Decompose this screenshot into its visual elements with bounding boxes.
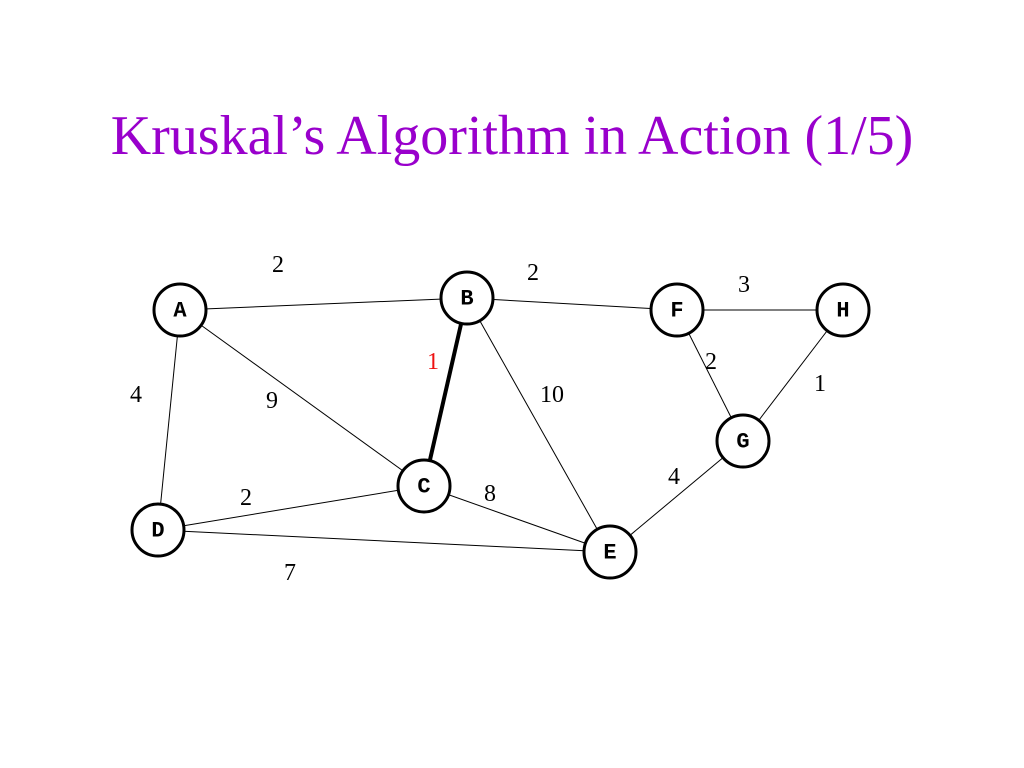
node-g: G <box>715 413 771 469</box>
node-e: E <box>582 524 638 580</box>
edge-b-c <box>427 322 464 462</box>
weight-a-b: 2 <box>272 252 284 278</box>
weight-g-e: 4 <box>668 464 680 490</box>
node-circle <box>649 282 705 338</box>
weight-b-e: 10 <box>540 382 564 408</box>
edge-d-e <box>157 529 611 553</box>
edge-b-e <box>466 297 611 553</box>
node-circle <box>396 458 452 514</box>
weight-h-g: 1 <box>814 371 826 397</box>
node-label: H <box>836 299 849 324</box>
node-label: C <box>417 475 430 500</box>
weight-b-c: 1 <box>427 349 439 375</box>
node-circle <box>439 270 495 326</box>
node-circle <box>130 502 186 558</box>
weight-a-c: 9 <box>266 388 278 414</box>
weight-b-f: 2 <box>527 260 539 286</box>
node-circle <box>815 282 871 338</box>
node-h: H <box>815 282 871 338</box>
edge-a-c <box>179 309 425 487</box>
weight-c-e: 8 <box>484 481 496 507</box>
node-c: C <box>396 458 452 514</box>
node-a: A <box>152 282 208 338</box>
node-f: F <box>649 282 705 338</box>
edge-g-e <box>609 440 744 553</box>
edge-b-f <box>466 297 678 311</box>
node-circle <box>582 524 638 580</box>
node-label: D <box>151 519 164 544</box>
weight-f-g: 2 <box>705 349 717 375</box>
node-label: F <box>670 299 683 324</box>
node-label: G <box>736 430 749 455</box>
weight-f-h: 3 <box>738 272 750 298</box>
slide-title: Kruskal’s Algorithm in Action (1/5) <box>110 105 914 167</box>
node-circle <box>715 413 771 469</box>
weight-a-d: 4 <box>130 382 142 408</box>
edge-a-d <box>157 309 181 531</box>
node-label: E <box>603 541 616 566</box>
weight-d-c: 2 <box>240 485 252 511</box>
node-label: A <box>173 299 187 324</box>
edge-d-c <box>157 485 425 531</box>
node-d: D <box>130 502 186 558</box>
edge-c-e <box>423 485 611 553</box>
node-circle <box>152 282 208 338</box>
nodes-layer: A B C D E F G H <box>130 270 871 580</box>
node-label: B <box>460 287 473 312</box>
edge-a-b <box>179 297 468 311</box>
weight-d-e: 7 <box>284 560 296 586</box>
node-b: B <box>439 270 495 326</box>
weights-layer: 2 2 3 1 4 9 10 2 1 4 2 8 7 <box>130 252 826 586</box>
